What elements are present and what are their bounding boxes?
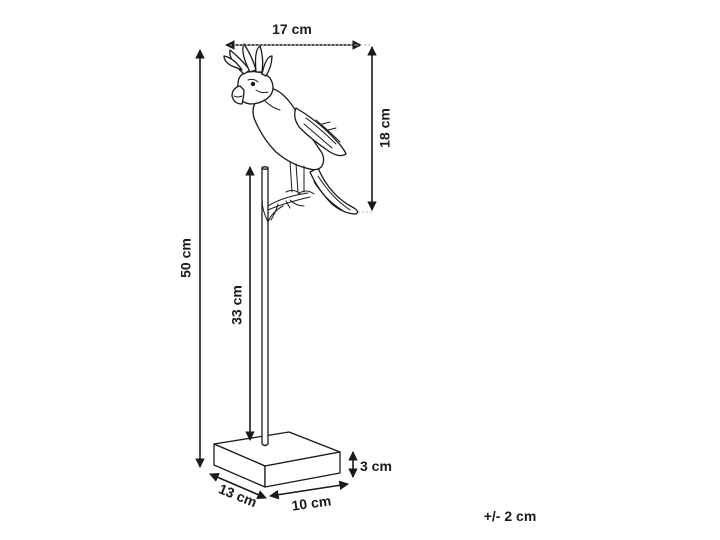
base-block — [213, 431, 341, 488]
cockatoo-body — [223, 43, 359, 215]
bird-eye — [250, 81, 256, 87]
label-bird-height: 18 cm — [377, 108, 393, 148]
label-base-height: 3 cm — [360, 458, 392, 474]
dim-rod-height: 33 cm — [229, 166, 255, 441]
branch-perch — [261, 192, 311, 223]
dim-width-top: 17 cm — [225, 21, 362, 50]
label-rod-height: 33 cm — [229, 285, 245, 325]
dim-base-height: 3 cm — [348, 451, 392, 478]
label-total-height: 50 cm — [178, 238, 194, 278]
support-rod — [261, 166, 269, 447]
dim-base-width: 10 cm — [269, 480, 349, 514]
dim-bird-height: 18 cm — [356, 44, 393, 213]
label-base-width: 10 cm — [291, 492, 333, 513]
tolerance-note: +/- 2 cm — [484, 508, 537, 524]
label-base-depth: 13 cm — [216, 481, 259, 511]
label-width-top: 17 cm — [272, 21, 312, 37]
dim-total-height: 50 cm — [178, 49, 205, 468]
cockatoo-figurine — [213, 43, 359, 488]
